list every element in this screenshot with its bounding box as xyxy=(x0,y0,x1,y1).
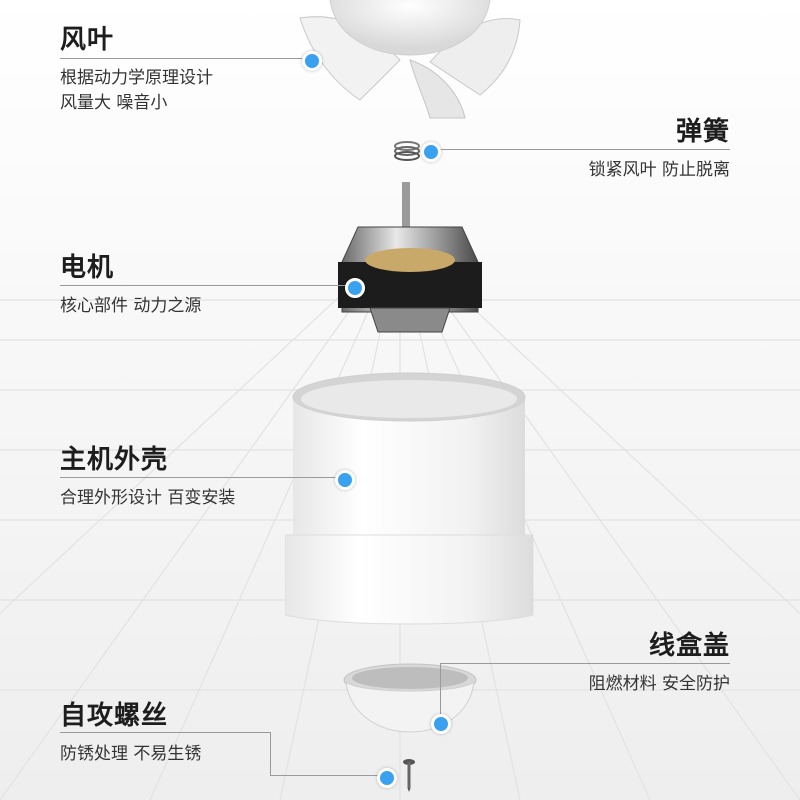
cover-label: 线盒盖 阻燃材料 安全防护 xyxy=(589,630,730,697)
cover-desc: 阻燃材料 安全防护 xyxy=(588,674,730,694)
shell-desc: 合理外形设计 百变安装 xyxy=(60,488,236,508)
screw-marker-dot xyxy=(377,768,397,788)
screw-desc: 防锈处理 不易生锈 xyxy=(60,744,202,764)
shell-marker-dot xyxy=(335,470,355,490)
cover-title: 线盒盖 xyxy=(648,631,730,661)
screw-leader-drop xyxy=(270,732,271,775)
spring-desc: 锁紧风叶 防止脱离 xyxy=(588,160,730,180)
blade-leader-line xyxy=(60,58,312,59)
shell-title: 主机外壳 xyxy=(60,445,169,475)
cover-leader-drop xyxy=(440,663,441,721)
cover-leader-line xyxy=(440,663,730,664)
spring-label: 弹簧 锁紧风叶 防止脱离 xyxy=(589,116,730,183)
housing-illustration xyxy=(285,372,534,625)
wire-box-cover-illustration xyxy=(343,663,477,733)
cover-marker-dot xyxy=(431,714,451,734)
shell-label: 主机外壳 合理外形设计 百变安装 xyxy=(60,444,235,511)
blade-desc-1: 根据动力学原理设计 xyxy=(60,68,213,88)
motor-title: 电机 xyxy=(60,253,115,283)
spring-leader-line xyxy=(430,149,730,150)
motor-label: 电机 核心部件 动力之源 xyxy=(60,252,201,319)
screw-leader-line xyxy=(60,732,270,733)
motor-illustration xyxy=(338,182,482,333)
motor-desc: 核心部件 动力之源 xyxy=(60,296,202,316)
screw-leader-base xyxy=(270,775,387,776)
fan-blade-illustration xyxy=(299,0,521,119)
motor-leader-line xyxy=(60,285,355,286)
screw-label: 自攻螺丝 防锈处理 不易生锈 xyxy=(60,700,201,767)
spring-marker-dot xyxy=(421,142,441,162)
screw-illustration xyxy=(403,759,415,792)
motor-marker-dot xyxy=(345,278,365,298)
spring-illustration xyxy=(394,141,420,161)
blade-title: 风叶 xyxy=(60,25,115,55)
blade-desc-2: 风量大 噪音小 xyxy=(60,93,168,113)
blade-label: 风叶 根据动力学原理设计 风量大 噪音小 xyxy=(60,24,213,116)
spring-title: 弹簧 xyxy=(675,117,730,147)
shell-leader-line xyxy=(60,477,345,478)
blade-marker-dot xyxy=(302,51,322,71)
screw-title: 自攻螺丝 xyxy=(60,701,169,731)
